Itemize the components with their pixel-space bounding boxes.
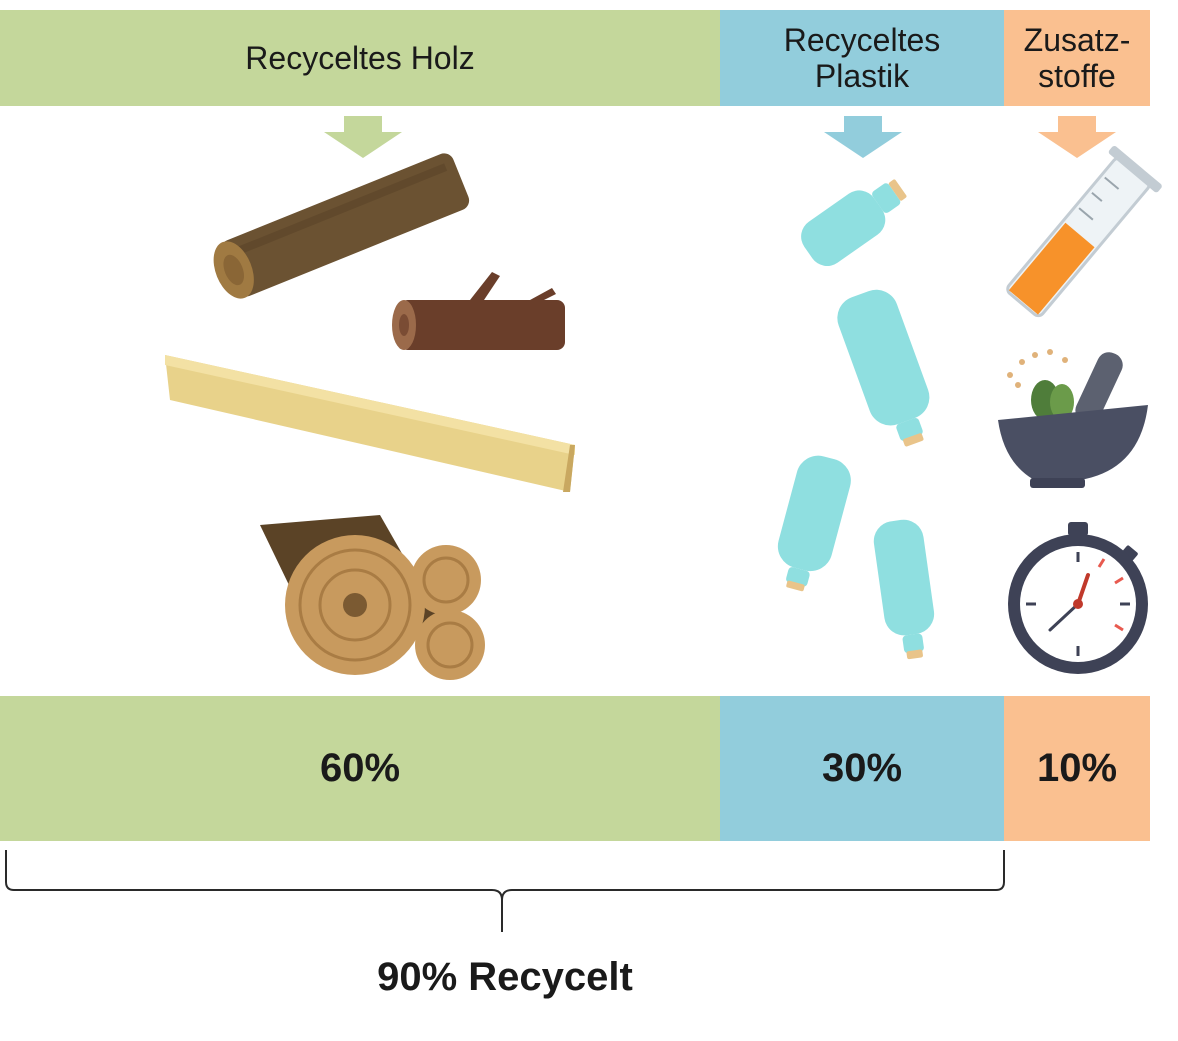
illustrations: [165, 145, 1162, 680]
wood-label: Recyceltes Holz: [245, 40, 475, 76]
recycled-brace-icon: [5, 850, 1005, 932]
plastic-label: Recyceltes Plastik: [783, 22, 941, 94]
wood-arrow-icon: [324, 116, 402, 158]
additive-percent: 10%: [1036, 746, 1118, 790]
stopwatch-icon: [1008, 522, 1148, 674]
additive-percent-bar: 10%: [1004, 696, 1150, 841]
additive-header: Zusatz- stoffe: [1004, 10, 1150, 106]
additive-label: Zusatz- stoffe: [1023, 22, 1131, 94]
wood-percent-bar: 60%: [0, 696, 720, 841]
additives-icon: [998, 145, 1162, 674]
recycled-total-label: 90% Recycelt: [377, 955, 633, 999]
wood-header: Recyceltes Holz: [0, 10, 720, 106]
additive-arrow-icon: [1038, 116, 1116, 158]
plastic-header: Recyceltes Plastik: [720, 10, 1004, 106]
plastic-percent-bar: 30%: [720, 696, 1004, 841]
plastic-bottles-icon: [777, 179, 935, 660]
wood-percent: 60%: [319, 746, 401, 790]
plastic-arrow-icon: [824, 116, 902, 158]
plastic-percent: 30%: [821, 746, 903, 790]
wood-logs-icon: [165, 153, 575, 680]
